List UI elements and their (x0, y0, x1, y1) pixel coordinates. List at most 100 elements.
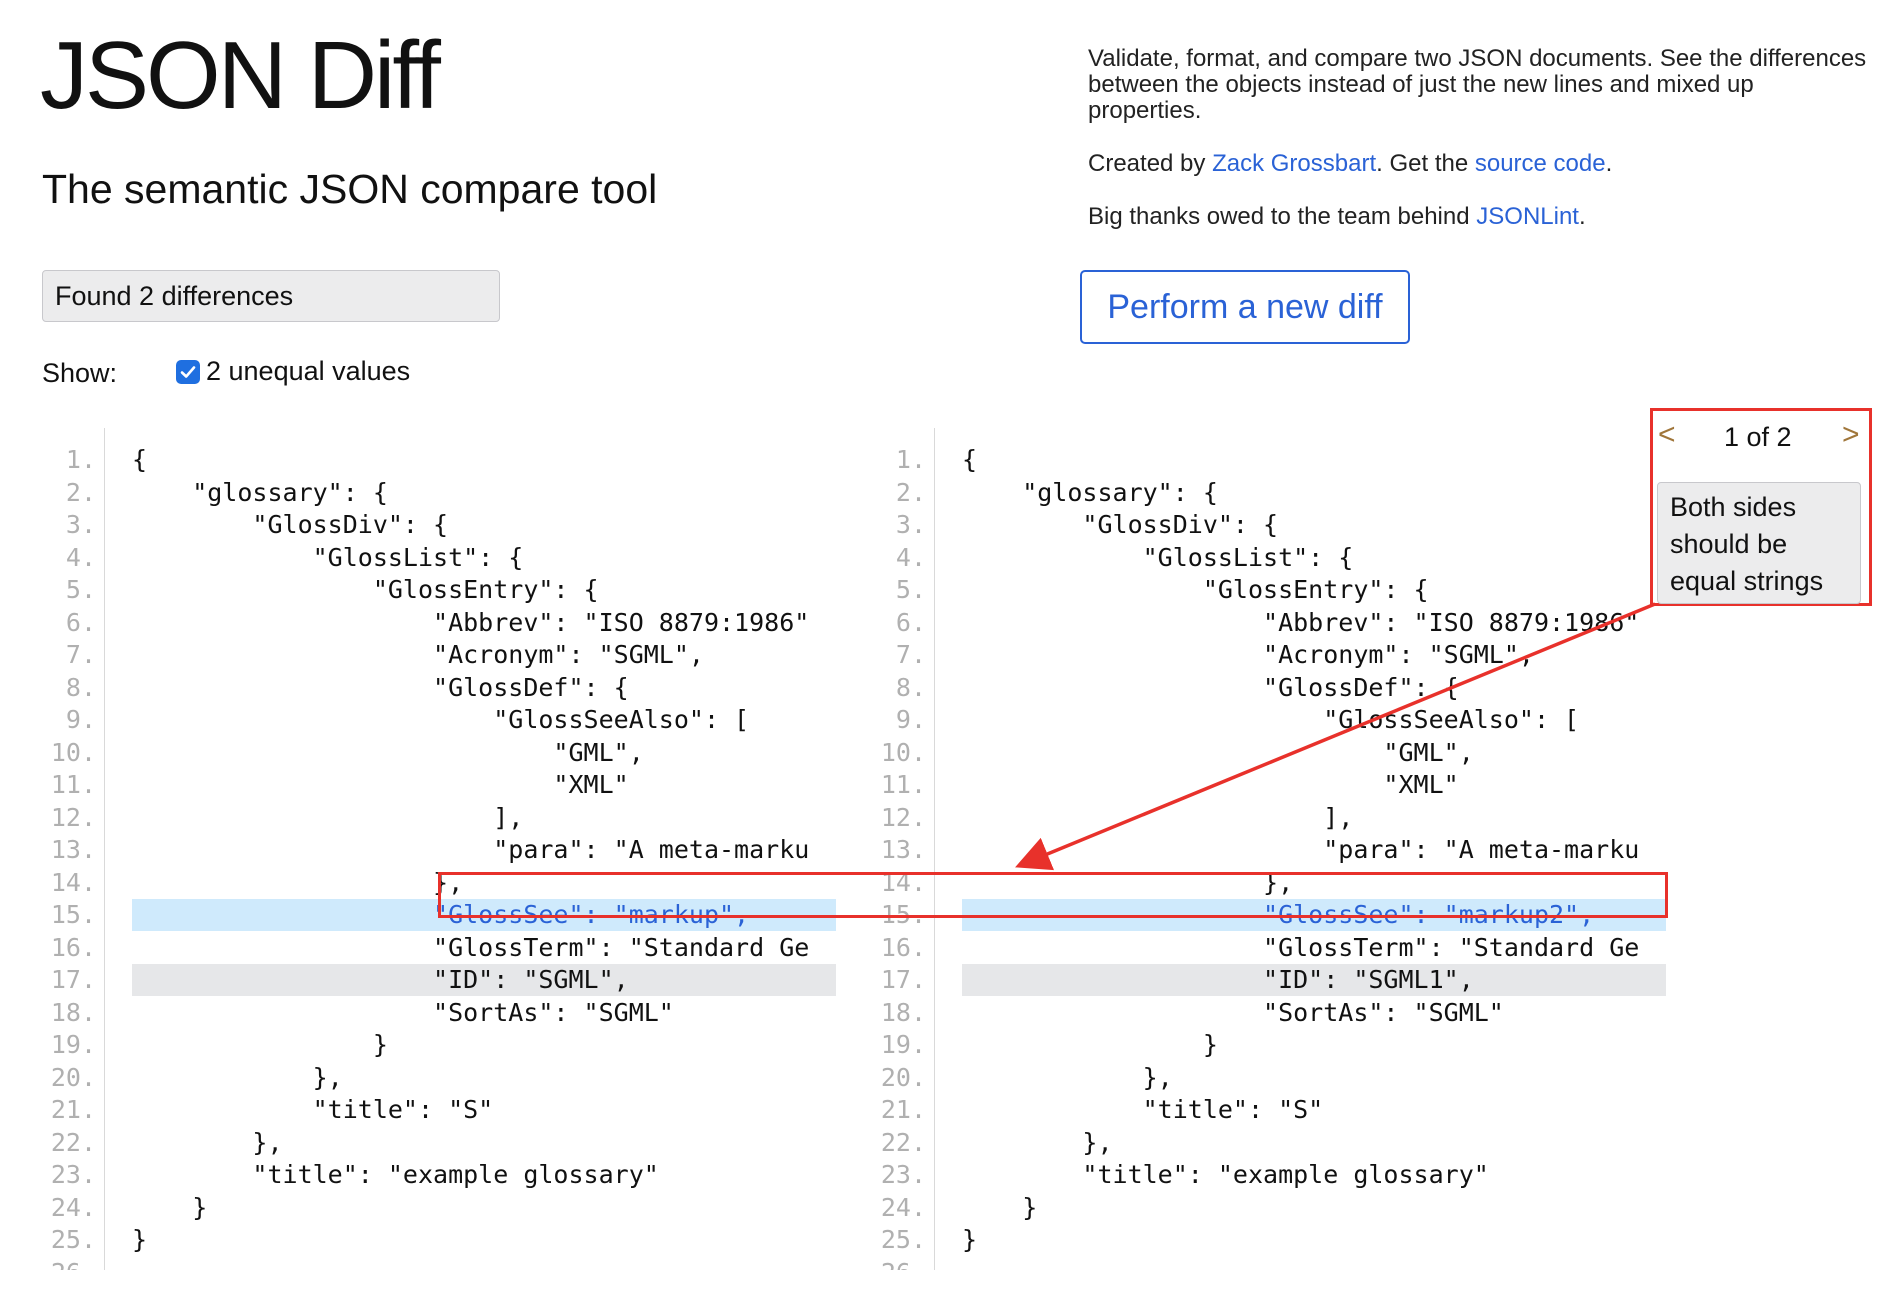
line-number: 22. (50, 1127, 96, 1157)
code-line: 22. }, (42, 1127, 838, 1159)
code-text: "para": "A meta-marku (132, 835, 810, 864)
code-line: 1.{ (872, 444, 1668, 476)
code-text: "glossary": { (962, 477, 1218, 507)
unequal-values-label: 2 unequal values (206, 356, 411, 386)
code-text: }, (962, 1127, 1113, 1157)
code-text: "title": "example glossary" (132, 1160, 659, 1189)
app-description: Validate, format, and compare two JSON d… (1088, 45, 1867, 124)
code-line: 18. "SortAs": "SGML" (42, 997, 838, 1029)
code-line: 16. "GlossTerm": "Standard Ge (872, 932, 1668, 964)
code-text: "XML" (962, 770, 1459, 799)
unequal-values-checkbox[interactable] (176, 359, 200, 384)
code-text: "GlossDiv": { (132, 510, 449, 539)
code-text: "GlossTerm": "Standard Ge (132, 932, 810, 962)
line-number: 9. (895, 705, 926, 734)
line-number: 7. (65, 640, 96, 669)
annotation-box-diff-nav (1650, 408, 1872, 606)
line-number: 8. (895, 672, 926, 702)
credit-suffix: . (1605, 150, 1613, 177)
line-number: 12. (50, 802, 96, 832)
left-json-pane[interactable]: 1.{2. "glossary": {3. "GlossDiv": {4. "G… (42, 428, 838, 1270)
code-line: 19. } (42, 1029, 838, 1061)
code-line: 12. ], (872, 802, 1668, 834)
jsonlint-link[interactable]: JSONLint (1476, 203, 1579, 230)
code-line: 9. "GlossSeeAlso": [ (42, 704, 838, 736)
line-number: 23. (50, 1160, 96, 1189)
line-number: 4. (65, 542, 96, 572)
annotation-box-diff-line (438, 872, 1668, 918)
code-text: "GlossTerm": "Standard Ge (962, 932, 1640, 962)
code-text: ], (962, 802, 1354, 832)
code-text: "GlossDef": { (132, 672, 629, 702)
code-text: "SortAs": "SGML" (962, 997, 1504, 1027)
line-number: 21. (50, 1095, 96, 1124)
previous-diff-button[interactable]: < (1658, 418, 1676, 451)
code-line: 3. "GlossDiv": { (42, 509, 838, 541)
code-line: 16. "GlossTerm": "Standard Ge (42, 932, 838, 964)
credit-line: Created by Zack Grossbart. Get the sourc… (1088, 150, 1612, 178)
code-line: 3. "GlossDiv": { (872, 509, 1668, 541)
code-text: { (962, 445, 978, 474)
code-text: "GlossEntry": { (962, 575, 1429, 604)
thanks-prefix: Big thanks owed to the team behind (1088, 203, 1477, 230)
line-number: 26. (872, 1257, 926, 1271)
line-number: 13. (50, 835, 96, 864)
line-number: 1. (65, 445, 96, 474)
code-line: 10. "GML", (872, 737, 1668, 769)
code-text: "title": "example glossary" (962, 1160, 1489, 1189)
code-line: 24. } (42, 1192, 838, 1224)
code-line: 17. "ID": "SGML", (42, 964, 838, 996)
code-text: "ID": "SGML1", (962, 964, 1666, 996)
code-line: 20. }, (42, 1062, 838, 1094)
line-number: 19. (50, 1030, 96, 1059)
next-diff-button[interactable]: > (1842, 418, 1860, 451)
code-text: }, (132, 1062, 343, 1092)
code-text (132, 1257, 836, 1271)
line-number: 25. (880, 1225, 926, 1254)
line-number: 18. (880, 997, 926, 1027)
code-text: "ID": "SGML", (132, 964, 836, 996)
thanks-line: Big thanks owed to the team behind JSONL… (1088, 203, 1586, 231)
line-number: 13. (880, 835, 926, 864)
new-diff-button[interactable]: Perform a new diff (1080, 270, 1410, 344)
code-line: 9. "GlossSeeAlso": [ (872, 704, 1668, 736)
line-number: 11. (50, 770, 96, 799)
code-text: } (962, 1030, 1218, 1059)
code-text: "GlossEntry": { (132, 575, 599, 604)
code-line: 5. "GlossEntry": { (42, 574, 838, 606)
line-number: 10. (880, 737, 926, 767)
diff-position-indicator: 1 of 2 (1724, 422, 1792, 452)
unequal-values-filter[interactable]: 2 unequal values (176, 356, 410, 387)
code-text: }, (132, 1127, 283, 1157)
line-number: 7. (895, 640, 926, 669)
code-text: ], (132, 802, 524, 832)
code-text: "GlossList": { (962, 542, 1354, 572)
code-text: "SortAs": "SGML" (132, 997, 674, 1027)
code-line: 7. "Acronym": "SGML", (42, 639, 838, 671)
code-line: 25.} (42, 1224, 838, 1256)
line-number: 16. (50, 932, 96, 962)
code-line: 6. "Abbrev": "ISO 8879:1986" (42, 607, 838, 639)
code-line: 5. "GlossEntry": { (872, 574, 1668, 606)
code-text: "XML" (132, 770, 629, 799)
code-text: "Acronym": "SGML", (132, 640, 704, 669)
right-json-pane[interactable]: 1.{2. "glossary": {3. "GlossDiv": {4. "G… (872, 428, 1668, 1270)
code-line: 23. "title": "example glossary" (42, 1159, 838, 1191)
line-number: 5. (895, 575, 926, 604)
credit-prefix: Created by (1088, 150, 1213, 177)
code-line: 17. "ID": "SGML1", (872, 964, 1668, 996)
code-line: 26. (42, 1257, 838, 1271)
code-line: 21. "title": "S" (872, 1094, 1668, 1126)
code-text: "para": "A meta-marku (962, 835, 1640, 864)
line-number: 3. (895, 510, 926, 539)
code-text: "GlossDiv": { (962, 510, 1279, 539)
line-number: 17. (50, 965, 96, 994)
author-link[interactable]: Zack Grossbart (1212, 150, 1377, 177)
code-line: 19. } (872, 1029, 1668, 1061)
code-text: { (132, 445, 148, 474)
line-number: 20. (880, 1062, 926, 1092)
code-line: 26. (872, 1257, 1668, 1271)
line-number: 14. (50, 867, 96, 897)
code-text: }, (962, 1062, 1173, 1092)
source-code-link[interactable]: source code (1474, 150, 1606, 177)
